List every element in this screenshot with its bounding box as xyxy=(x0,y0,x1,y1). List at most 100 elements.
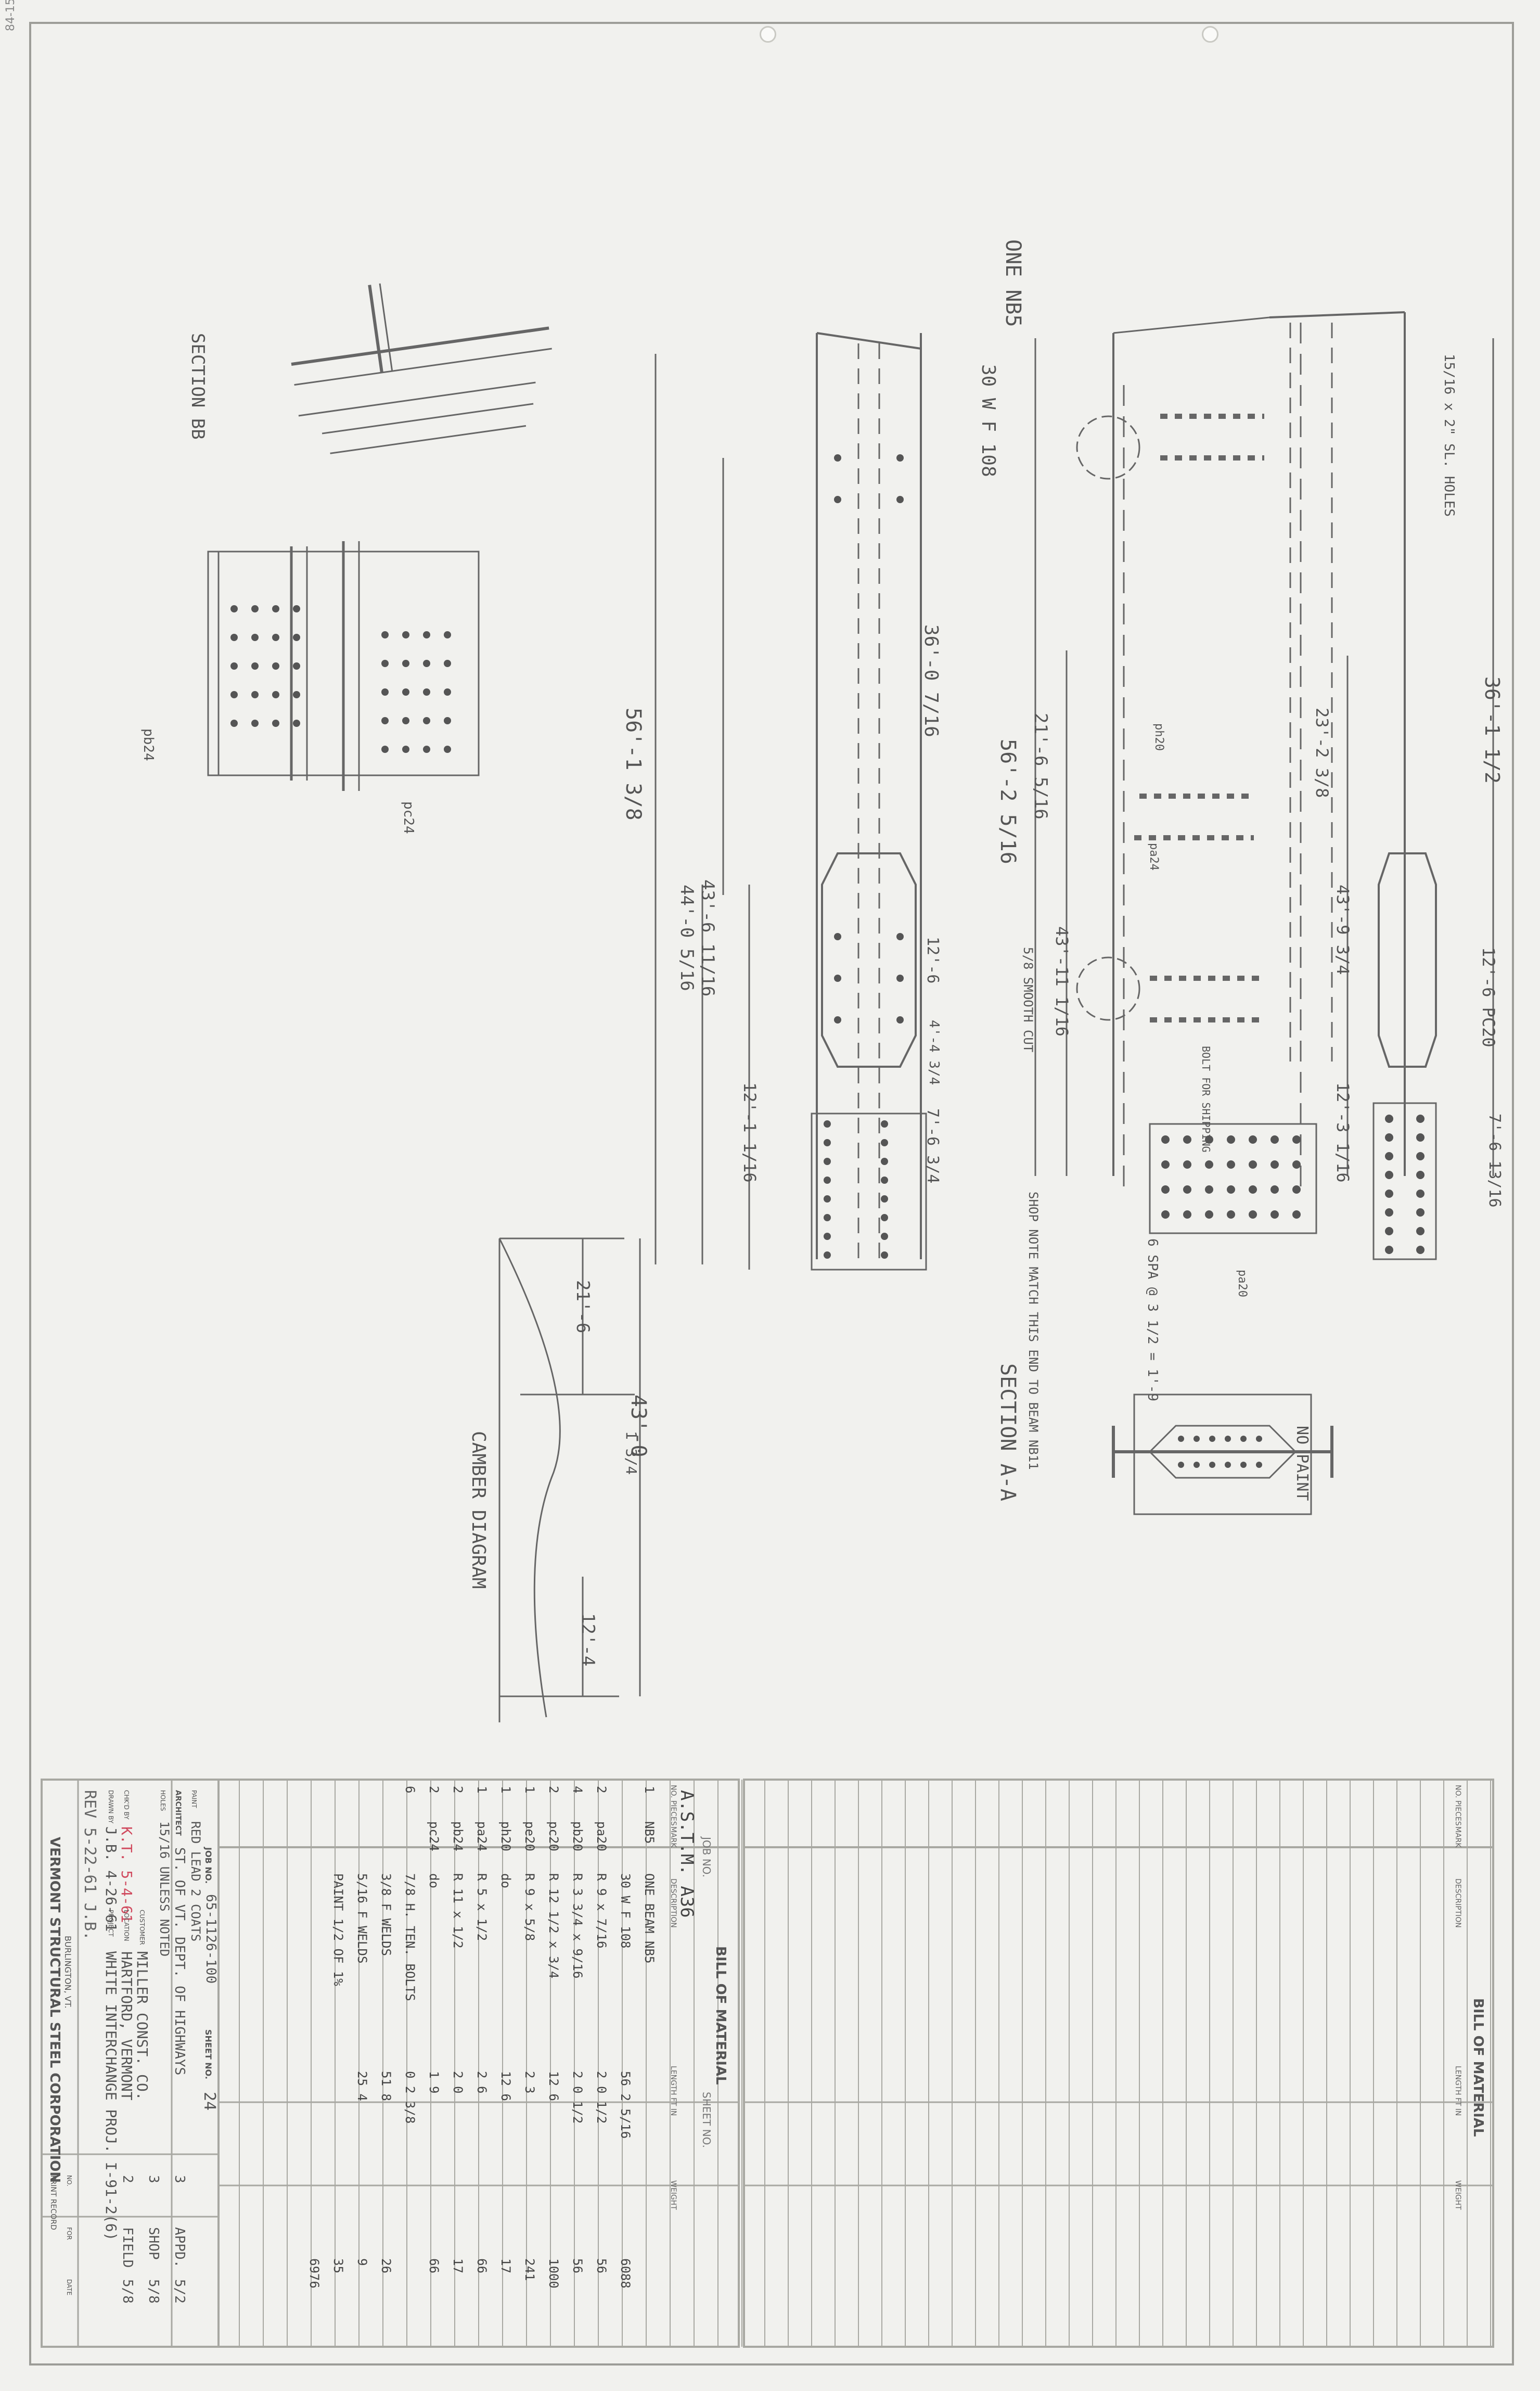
bolt-hole xyxy=(1209,1462,1215,1468)
bolt-hole xyxy=(824,1251,831,1259)
bolt-hole xyxy=(1416,1246,1424,1254)
bolt-hole xyxy=(834,933,841,940)
bolt-hole xyxy=(1205,1160,1213,1169)
bolt-hole xyxy=(381,717,389,724)
bolt-hole xyxy=(251,720,259,727)
bolt-hole xyxy=(1209,1436,1215,1442)
camber-diagram xyxy=(498,1237,641,1722)
bolt-hole xyxy=(1205,1185,1213,1194)
bolt-hole xyxy=(1194,1436,1200,1442)
bom-cell-wt: 17 xyxy=(451,2258,465,2273)
tb-rev: REV 5-22-61 J.B. xyxy=(81,1790,99,1940)
dim: 7'-6 3/4 xyxy=(923,1108,942,1184)
bom-cell-len: 1 9 xyxy=(427,2071,441,2094)
dim-overall-side: 56'-2 5/16 xyxy=(996,739,1020,864)
bolt-hole xyxy=(272,720,279,727)
section-aa-label: SECTION A-A xyxy=(996,1363,1020,1501)
bolt-hole xyxy=(1292,1135,1301,1144)
bolt-hole xyxy=(1205,1135,1213,1144)
bom-cell-no: 2 xyxy=(451,1786,465,1794)
bom-cell-mark: pa20 xyxy=(594,1821,609,1851)
section-bb-label: SECTION BB xyxy=(187,333,208,440)
print-cell-for: SHOP xyxy=(146,2227,161,2260)
bolt-hole xyxy=(1183,1185,1191,1194)
bolt-hole xyxy=(1385,1227,1393,1235)
bolt-hole xyxy=(881,1177,888,1184)
bom-cell-mark: pc20 xyxy=(546,1821,561,1851)
bolt-hole xyxy=(1227,1210,1235,1219)
bolt-hole xyxy=(834,454,841,462)
bolt-hole xyxy=(293,605,300,612)
bolt-hole xyxy=(1227,1135,1235,1144)
bolt-hole xyxy=(1161,1210,1170,1219)
bom-cell-mark: pb24 xyxy=(451,1821,465,1851)
beam-elevation-top-view xyxy=(654,332,927,1271)
bom-cell-len: 56 2 5/16 xyxy=(618,2071,633,2139)
bom-cell-wt: 17 xyxy=(498,2258,513,2273)
bolt-hole xyxy=(1416,1190,1424,1198)
bom-header-cell: DESCRIPTION xyxy=(669,1878,677,1928)
bolt-hole xyxy=(1249,1185,1257,1194)
bolt-hole xyxy=(1385,1133,1393,1142)
bom-cell-no: 1 xyxy=(474,1786,489,1794)
print-cell-no: 3 xyxy=(146,2175,161,2183)
bom-cell-no: 6 xyxy=(403,1786,417,1794)
bom-cell-no: 1 xyxy=(498,1786,513,1794)
bom-header-cell: NO. PIECES xyxy=(669,1785,677,1826)
bom-cell-len: 2 0 xyxy=(451,2071,465,2094)
dim: 4'-4 3/4 xyxy=(926,1020,942,1085)
bolt-hole xyxy=(824,1233,831,1240)
dim: 7'-6 13/16 xyxy=(1485,1114,1504,1208)
bolt-hole xyxy=(251,662,259,670)
beam-label: ONE NB5 xyxy=(1001,239,1025,327)
plate-mark: pc24 xyxy=(401,801,416,834)
bolt-hole xyxy=(230,720,238,727)
bom-cell-desc: R 3 3/4 x 9/16 xyxy=(570,1873,585,1979)
bom-spec: A.S.T.M. A36 xyxy=(676,1790,697,1918)
dim: 12'-6 PC20 xyxy=(1479,947,1498,1047)
bom-header-cell: NO. PIECES xyxy=(1454,1785,1462,1826)
camber-title: CAMBER DIAGRAM xyxy=(468,1431,489,1589)
bolt-hole xyxy=(1416,1227,1424,1235)
bolt-hole xyxy=(1183,1210,1191,1219)
bom-row: 6976 xyxy=(302,1780,326,2347)
dim: 36'-0 7/16 xyxy=(920,624,942,737)
bom-header-cell: DESCRIPTION xyxy=(1454,1878,1462,1928)
bolt-hole xyxy=(1205,1210,1213,1219)
bolt-hole xyxy=(251,691,259,698)
bolt-hole xyxy=(1161,1185,1170,1194)
beam-elevation-side-view xyxy=(1034,311,1494,1260)
dim: 43'-9 3/4 xyxy=(1333,885,1353,975)
dim: 21'-6 5/16 xyxy=(1030,713,1051,820)
camber-right-dim: 12'-4 xyxy=(578,1613,598,1667)
bom-cell-mark: NB5 xyxy=(642,1821,657,1844)
bolt-hole xyxy=(272,662,279,670)
plate-mark: pa20 xyxy=(1236,1270,1249,1297)
bolt-hole xyxy=(1240,1462,1247,1468)
bolt-hole xyxy=(444,688,451,696)
holes-note: 15/16 x 2" SL. HOLES xyxy=(1441,354,1457,517)
bom-cell-len: 2 0 1/2 xyxy=(594,2071,609,2124)
bom-cell-no: 2 xyxy=(427,1786,441,1794)
bolt-hole xyxy=(824,1214,831,1221)
bolt-hole xyxy=(423,746,430,753)
bolt-hole xyxy=(1256,1462,1262,1468)
bolt-hole xyxy=(881,1139,888,1146)
bolt-hole xyxy=(230,605,238,612)
bolt-hole xyxy=(1270,1135,1279,1144)
plate-mark: ph20 xyxy=(1152,723,1165,751)
bom-cell-desc: R 9 x 5/8 xyxy=(522,1873,537,1941)
connection-plate-view xyxy=(207,541,480,791)
bom-cell-desc: 5/16 F WELDS xyxy=(355,1873,369,1964)
bolt-hole xyxy=(444,746,451,753)
tb-sheet-no: 24 xyxy=(200,2092,219,2111)
dim: 43'-11 1/16 xyxy=(1052,926,1072,1037)
print-cell-for: FIELD xyxy=(120,2227,135,2268)
